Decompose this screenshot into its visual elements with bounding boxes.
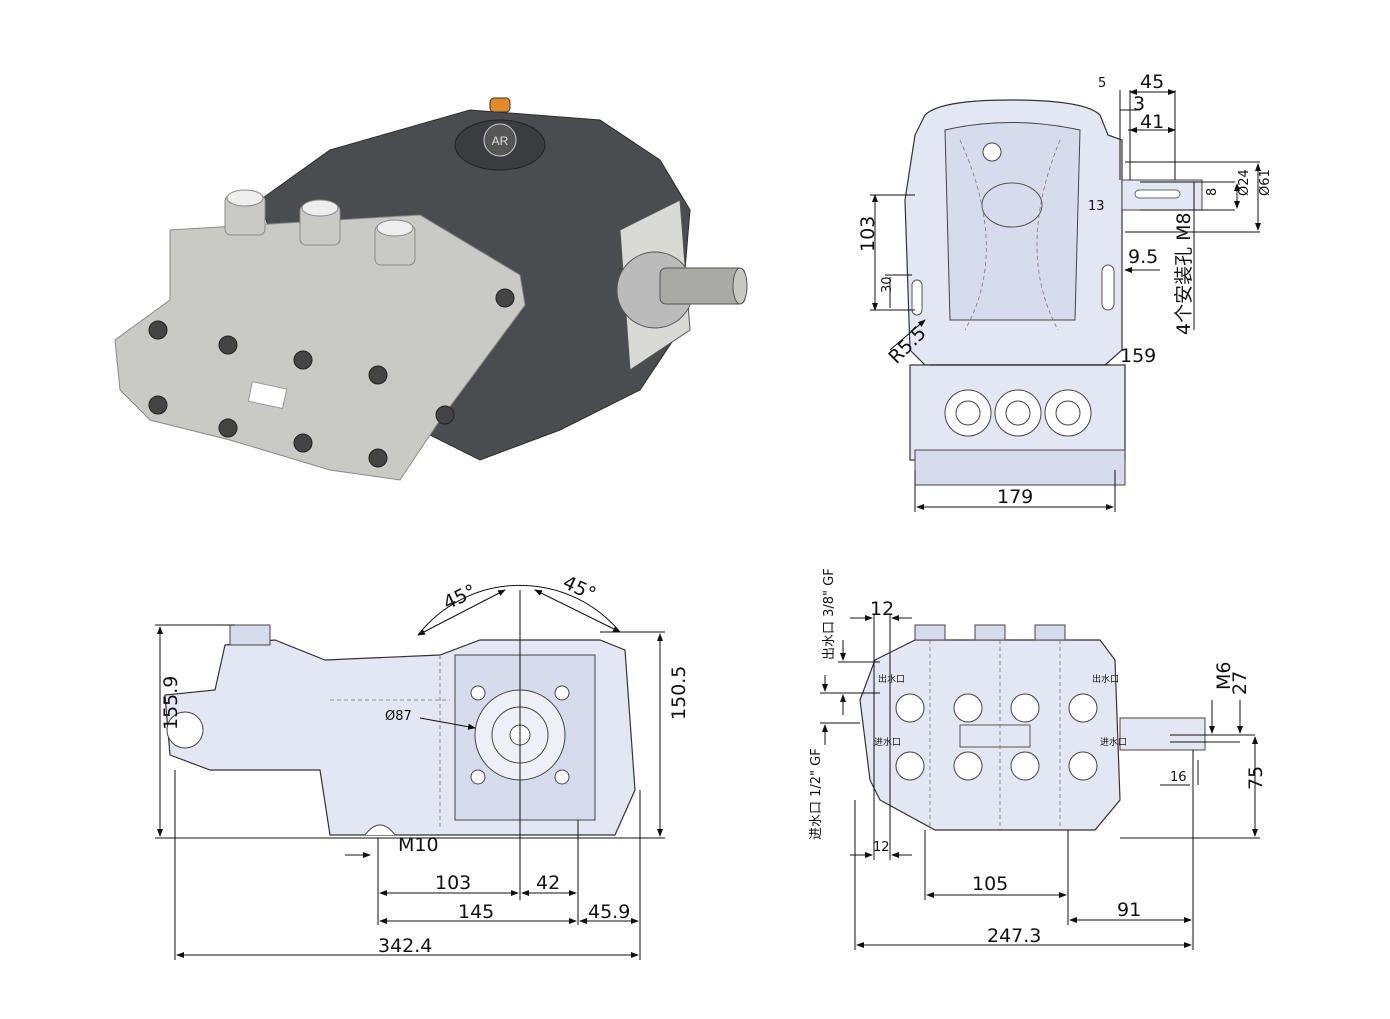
manifold-head (114, 214, 526, 481)
dim-145: 145 (458, 901, 494, 923)
dim-27: 27 (1229, 671, 1251, 695)
manifold-bolts (148, 288, 515, 468)
dim-3: 3 (1133, 93, 1145, 115)
dim-103-side: 103 (435, 872, 471, 894)
dim-45: 45 (1140, 71, 1164, 93)
dim-45-9: 45.9 (588, 901, 630, 923)
dim-m10: M10 (398, 834, 439, 856)
dim-155-9: 155.9 (160, 676, 182, 730)
side-view-drawing: 155.9 150.5 45° 45° Ø87 M10 103 42 145 4… (155, 572, 690, 960)
outlet-spec: 出水口 3/8" GF (822, 568, 837, 660)
dim-8: 8 (1205, 188, 1220, 196)
outlet-label-left: 出水口 (878, 673, 905, 685)
dim-13: 13 (1088, 199, 1105, 214)
dim-12-bottom: 12 (873, 840, 890, 855)
dim-150-5: 150.5 (668, 666, 690, 720)
angle-45-left: 45° (440, 580, 480, 614)
dim-dia-24: Ø24 (1237, 169, 1252, 196)
angle-45-right: 45° (559, 572, 599, 606)
dim-91: 91 (1117, 899, 1141, 921)
dim-m6: M6 (1213, 662, 1235, 690)
dim-dia-87: Ø87 (385, 709, 412, 724)
dim-342-4: 342.4 (378, 935, 432, 957)
dim-105: 105 (972, 873, 1008, 895)
valve-plugs (224, 189, 416, 266)
dim-41: 41 (1140, 111, 1164, 133)
inlet-spec: 进水口 1/2" GF (809, 748, 824, 840)
mount-holes-note: 4个安装孔 M8 (1173, 212, 1195, 335)
front-view-drawing: 出水口 出水口 进水口 进水口 12 出水口 3/8" GF 进水口 1/2" … (809, 568, 1267, 950)
dim-30: 30 (880, 276, 895, 293)
dim-75: 75 (1245, 766, 1267, 790)
dim-159: 159 (1120, 345, 1156, 367)
ar-logo-icon (483, 123, 517, 157)
dim-5: 5 (1098, 76, 1106, 91)
drive-shaft (659, 267, 746, 305)
oil-cap (489, 97, 511, 113)
dim-dia-61: Ø61 (1258, 169, 1273, 196)
top-logo-icon (981, 182, 1043, 228)
dim-16: 16 (1170, 770, 1187, 785)
product-label (247, 381, 288, 410)
dim-12-top: 12 (870, 598, 894, 620)
logo-text: AR (492, 134, 509, 148)
dim-179: 179 (997, 486, 1033, 508)
inlet-label-left: 进水口 (874, 736, 901, 748)
outlet-label-right: 出水口 (1092, 673, 1119, 685)
dim-103: 103 (857, 216, 879, 252)
dim-9-5: 9.5 (1128, 246, 1158, 268)
dim-247-3: 247.3 (987, 925, 1041, 947)
top-view-drawing: 5 45 3 41 13 9.5 8 Ø24 Ø61 4个安装孔 M8 103 … (857, 71, 1273, 512)
inlet-label-right: 进水口 (1100, 736, 1127, 748)
dim-42: 42 (536, 872, 560, 894)
pump-photo: AR (114, 97, 748, 481)
